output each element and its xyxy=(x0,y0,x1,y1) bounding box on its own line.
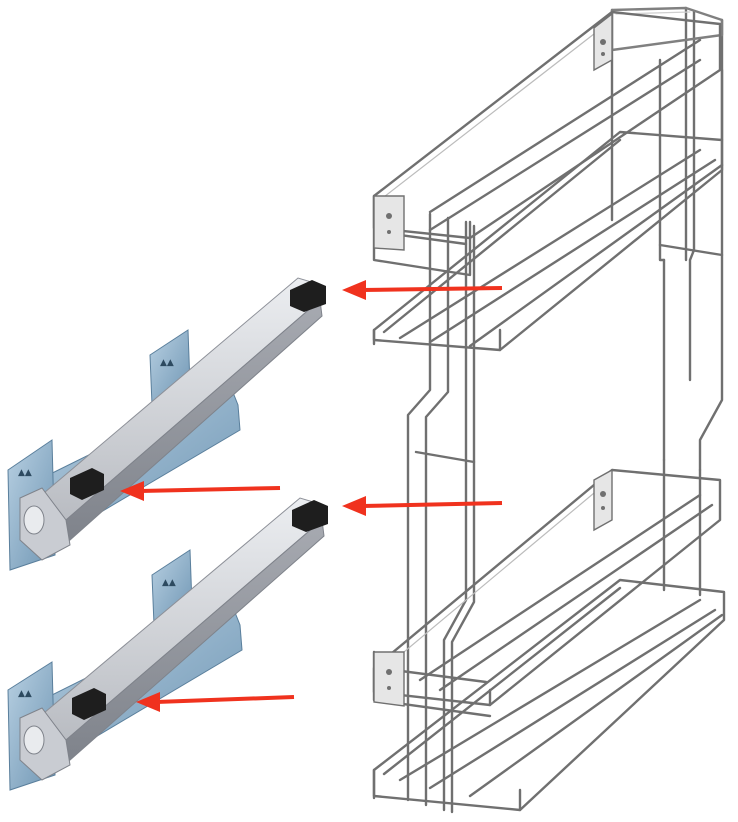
slide-rail-upper: ▲▲ ▲▲ xyxy=(7,277,326,571)
bracket-marks-icon: ▲▲ xyxy=(160,358,174,368)
slide-rail-lower: ▲▲ ▲▲ xyxy=(7,497,328,791)
red-arrows xyxy=(120,280,503,712)
bracket-marks-icon: ▲▲ xyxy=(162,578,176,588)
bracket-marks-icon: ▲▲ xyxy=(18,689,32,699)
arrow-lower-back xyxy=(342,496,503,516)
black-clip-front xyxy=(72,688,106,720)
arrow-lower-front xyxy=(136,692,295,712)
arrow-upper-back xyxy=(342,280,503,300)
black-clip-back xyxy=(290,280,326,312)
arrow-upper-front xyxy=(120,481,281,501)
black-clip-front xyxy=(70,468,104,500)
basket-bracket-top-right xyxy=(593,12,613,72)
basket-bracket-top-left xyxy=(373,195,405,251)
wire-basket xyxy=(372,6,726,814)
basket-bracket-bottom-right xyxy=(593,468,613,532)
black-clip-back xyxy=(292,500,328,532)
bracket-marks-icon: ▲▲ xyxy=(18,468,32,478)
basket-bracket-bottom-left xyxy=(373,651,405,707)
